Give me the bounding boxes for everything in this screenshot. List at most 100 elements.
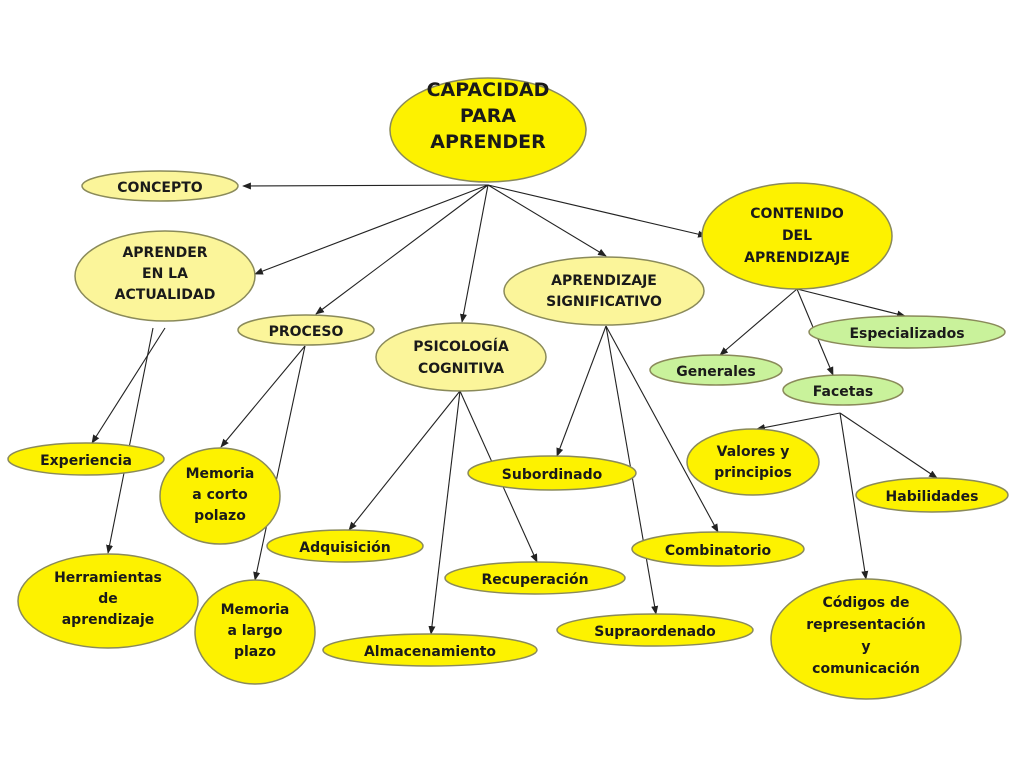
node-shape-experiencia (7, 442, 165, 476)
node-shape-concepto (81, 170, 239, 202)
node-psicologia: PSICOLOGÍA COGNITIVA (375, 322, 547, 392)
node-label-line: Valores y (717, 444, 790, 460)
node-label-line: Adquisición (299, 540, 390, 556)
edge-aprendizaje_sig-to-combinatorio (605, 325, 719, 533)
node-label-line: Memoria (186, 466, 255, 482)
node-label-supraordenado: Supraordenado (594, 624, 716, 640)
node-label-line: Facetas (813, 384, 873, 400)
node-label-line: y (861, 639, 870, 655)
concept-nodes: CAPACIDAD PARA APRENDER CONCEPTO APRENDER EN … (7, 77, 1009, 700)
node-experiencia: Experiencia (7, 442, 165, 476)
edge-root-to-proceso (315, 184, 489, 315)
node-combinatorio: Combinatorio (631, 531, 805, 567)
node-label-line: APRENDIZAJE (551, 273, 657, 289)
node-label-line: APRENDER (430, 131, 546, 153)
node-shape-especializados (808, 315, 1006, 349)
node-label-line: PROCESO (269, 324, 344, 340)
node-label-line: Habilidades (886, 489, 979, 505)
node-shape-recuperacion (444, 561, 626, 595)
node-generales: Generales (649, 354, 783, 386)
node-label-line: CONTENIDO (750, 206, 844, 222)
node-shape-root (389, 77, 587, 183)
node-label-line: Códigos de (822, 595, 909, 611)
node-label-line: EN LA (142, 266, 188, 282)
node-shape-valores (686, 428, 820, 496)
node-root: CAPACIDAD PARA APRENDER (389, 77, 587, 183)
node-label-line: representación (806, 617, 925, 633)
node-shape-contenido (701, 182, 893, 290)
node-label-line: CONCEPTO (117, 180, 203, 196)
node-label-almacenamiento: Almacenamiento (364, 644, 496, 660)
edge-root-to-aprendizaje_sig (487, 184, 607, 257)
node-label-combinatorio: Combinatorio (665, 543, 772, 559)
node-subordinado: Subordinado (467, 455, 637, 491)
node-label-codigos: Códigos de representación y comunicación (806, 595, 925, 677)
node-shape-almacenamiento (322, 633, 538, 667)
node-label-line: comunicación (812, 661, 920, 677)
node-label-psicologia: PSICOLOGÍA COGNITIVA (413, 338, 509, 377)
node-label-line: Recuperación (481, 572, 588, 588)
node-label-line: Especializados (849, 326, 964, 342)
node-codigos: Códigos de representación y comunicación (770, 578, 962, 700)
node-shape-memoria_corto (159, 447, 281, 545)
node-label-adquisicion: Adquisición (299, 540, 390, 556)
node-label-aprendizaje_sig: APRENDIZAJE SIGNIFICATIVO (546, 273, 662, 310)
node-label-line: COGNITIVA (418, 361, 504, 377)
node-habilidades: Habilidades (855, 477, 1009, 513)
node-shape-psicologia (375, 322, 547, 392)
node-label-recuperacion: Recuperación (481, 572, 588, 588)
node-proceso: PROCESO (237, 314, 375, 346)
node-facetas: Facetas (782, 374, 904, 406)
node-label-line: PSICOLOGÍA (413, 338, 509, 355)
node-label-line: Herramientas (54, 570, 162, 586)
node-label-line: CAPACIDAD (427, 79, 550, 101)
edge-contenido-to-especializados (796, 288, 906, 318)
edge-root-to-aprender_actualidad (254, 184, 489, 275)
node-supraordenado: Supraordenado (556, 613, 754, 647)
edge-facetas-to-codigos (839, 412, 869, 580)
edge-root-to-psicologia (460, 184, 489, 323)
node-shape-habilidades (855, 477, 1009, 513)
node-label-line: a corto (192, 487, 248, 503)
edge-root-to-contenido (487, 184, 707, 238)
edge-psicologia-to-adquisicion (348, 390, 461, 531)
node-label-line: aprendizaje (62, 612, 155, 628)
edge-facetas-to-habilidades (839, 412, 938, 479)
node-concepto: CONCEPTO (81, 170, 239, 202)
node-label-line: principios (714, 465, 792, 481)
node-label-line: plazo (234, 644, 276, 660)
node-shape-adquisicion (266, 529, 424, 563)
node-label-habilidades: Habilidades (886, 489, 979, 505)
node-valores: Valores y principios (686, 428, 820, 496)
node-shape-combinatorio (631, 531, 805, 567)
node-aprendizaje_sig: APRENDIZAJE SIGNIFICATIVO (503, 256, 705, 326)
node-especializados: Especializados (808, 315, 1006, 349)
node-label-line: a largo (227, 623, 282, 639)
node-label-proceso: PROCESO (269, 324, 344, 340)
node-shape-aprendizaje_sig (503, 256, 705, 326)
node-shape-memoria_largo (194, 579, 316, 685)
node-shape-generales (649, 354, 783, 386)
edge-psicologia-to-almacenamiento (428, 390, 461, 635)
node-label-line: ACTUALIDAD (115, 287, 216, 303)
node-label-line: PARA (460, 105, 517, 127)
node-label-especializados: Especializados (849, 326, 964, 342)
node-shape-subordinado (467, 455, 637, 491)
node-label-generales: Generales (676, 364, 755, 380)
node-label-line: APRENDIZAJE (744, 250, 850, 266)
edge-proceso-to-memoria_corto (220, 345, 306, 448)
node-label-experiencia: Experiencia (40, 453, 132, 469)
node-label-line: SIGNIFICATIVO (546, 294, 662, 310)
node-recuperacion: Recuperación (444, 561, 626, 595)
node-shape-facetas (782, 374, 904, 406)
node-label-line: Supraordenado (594, 624, 716, 640)
